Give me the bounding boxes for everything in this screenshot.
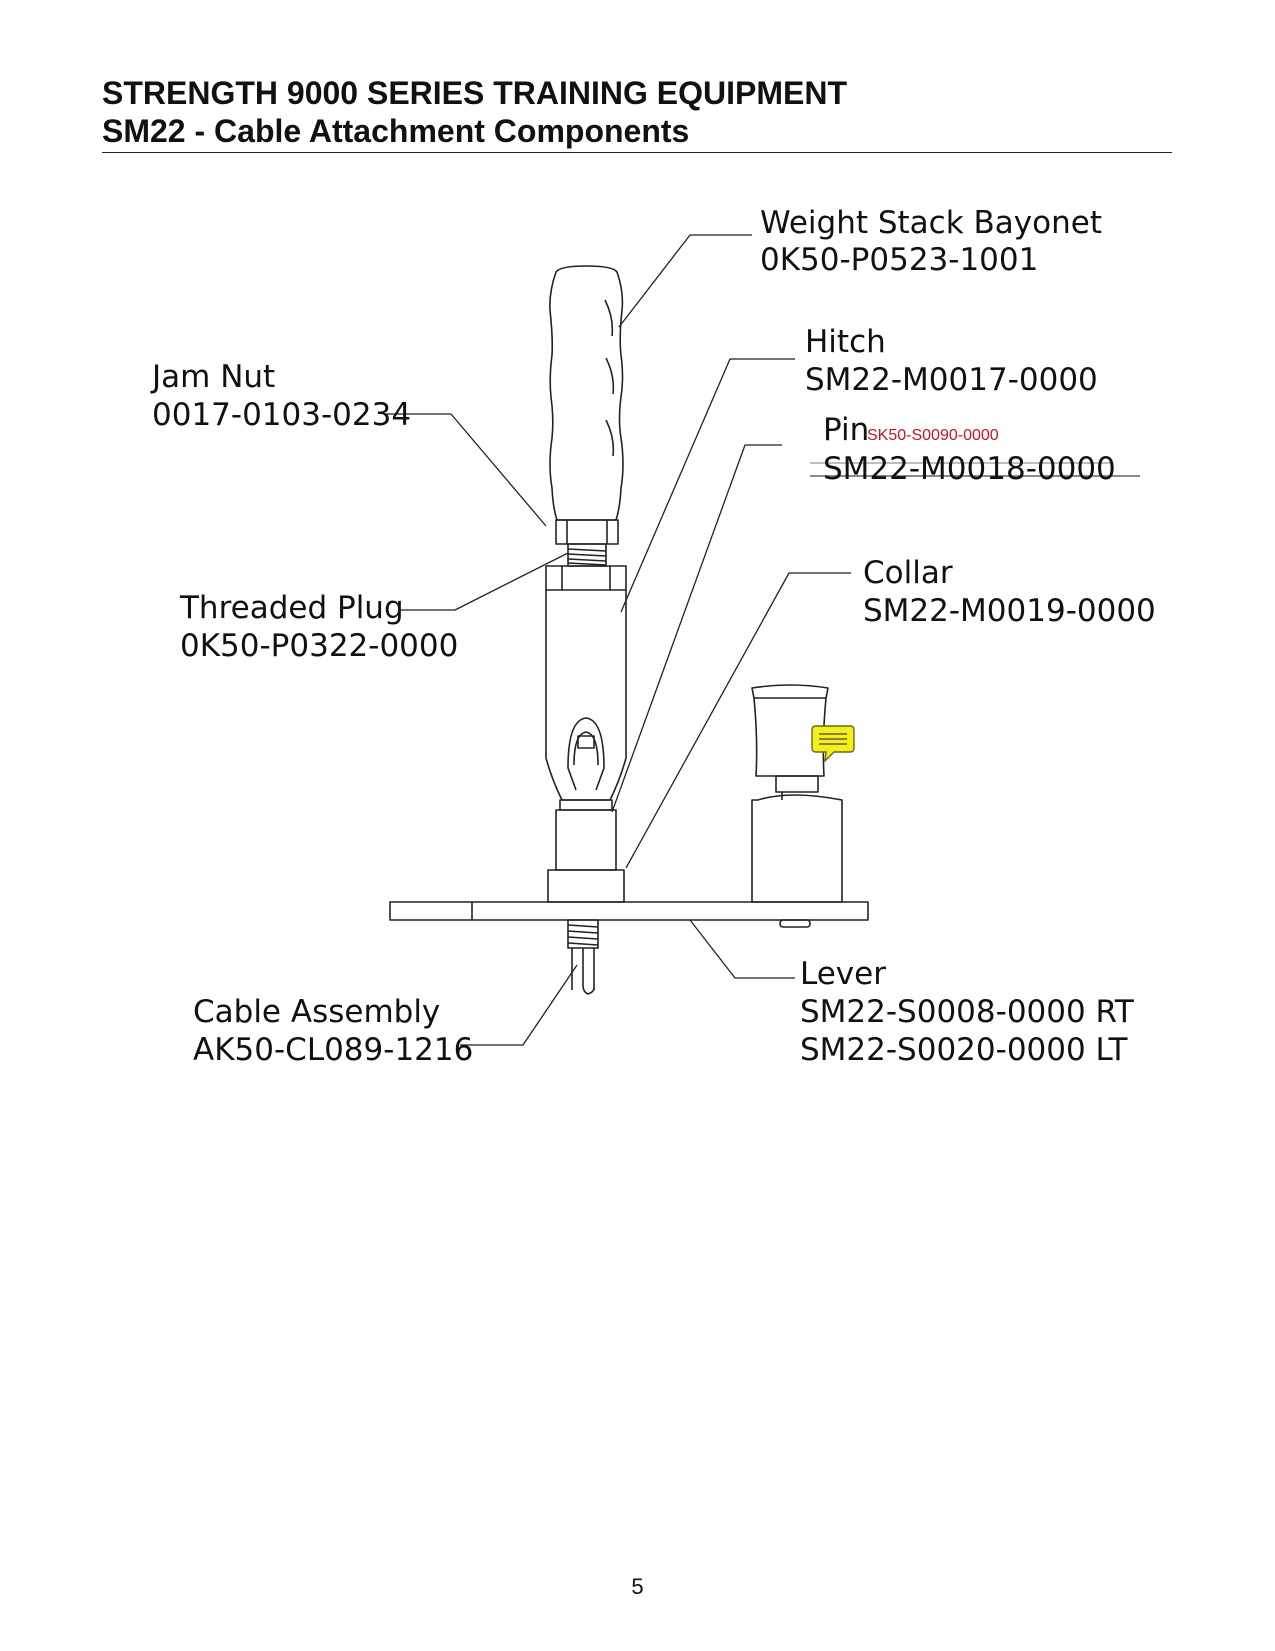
label-hitch: Hitch: [805, 324, 886, 360]
label-cable-assembly: Cable Assembly: [193, 994, 440, 1030]
pin-annotation: SK50-S0090-0000: [867, 427, 999, 444]
label-threaded-plug: Threaded Plug: [179, 590, 404, 626]
jam-nut-part: [555, 519, 619, 545]
page-header: STRENGTH 9000 SERIES TRAINING EQUIPMENT …: [102, 74, 1172, 150]
lever-part: [389, 901, 869, 928]
label-lever: Lever: [800, 956, 886, 992]
pn-pin: SM22-M0018-0000: [823, 451, 1116, 487]
label-jam-nut: Jam Nut: [150, 359, 275, 395]
pn-jam-nut: 0017-0103-0234: [152, 397, 411, 433]
page-number: 5: [631, 1574, 644, 1599]
page-subtitle: SM22 - Cable Attachment Components: [102, 113, 690, 149]
knob-assembly-part: [751, 684, 843, 903]
pn-weight-stack-bayonet: 0K50-P0523-1001: [760, 242, 1038, 278]
pn-lever-rt: SM22-S0008-0000 RT: [800, 994, 1135, 1030]
collar-part: [547, 799, 625, 903]
pn-lever-lt: SM22-S0020-0000 LT: [800, 1032, 1129, 1068]
label-collar: Collar: [863, 555, 953, 591]
hitch-part: [545, 565, 627, 801]
page-title: STRENGTH 9000 SERIES TRAINING EQUIPMENT: [102, 75, 848, 111]
weight-stack-bayonet-part: [549, 265, 624, 521]
leader-lines: [386, 234, 851, 1046]
label-pin: Pin: [823, 412, 869, 448]
pn-threaded-plug: 0K50-P0322-0000: [180, 628, 458, 664]
pn-hitch: SM22-M0017-0000: [805, 362, 1098, 398]
label-weight-stack-bayonet: Weight Stack Bayonet: [760, 205, 1102, 241]
pn-collar: SM22-M0019-0000: [863, 593, 1156, 629]
header-rule: [102, 152, 1172, 153]
pn-cable-assembly: AK50-CL089-1216: [193, 1032, 473, 1068]
comment-note-icon[interactable]: [811, 725, 855, 763]
cable-assembly-part: [567, 919, 599, 995]
